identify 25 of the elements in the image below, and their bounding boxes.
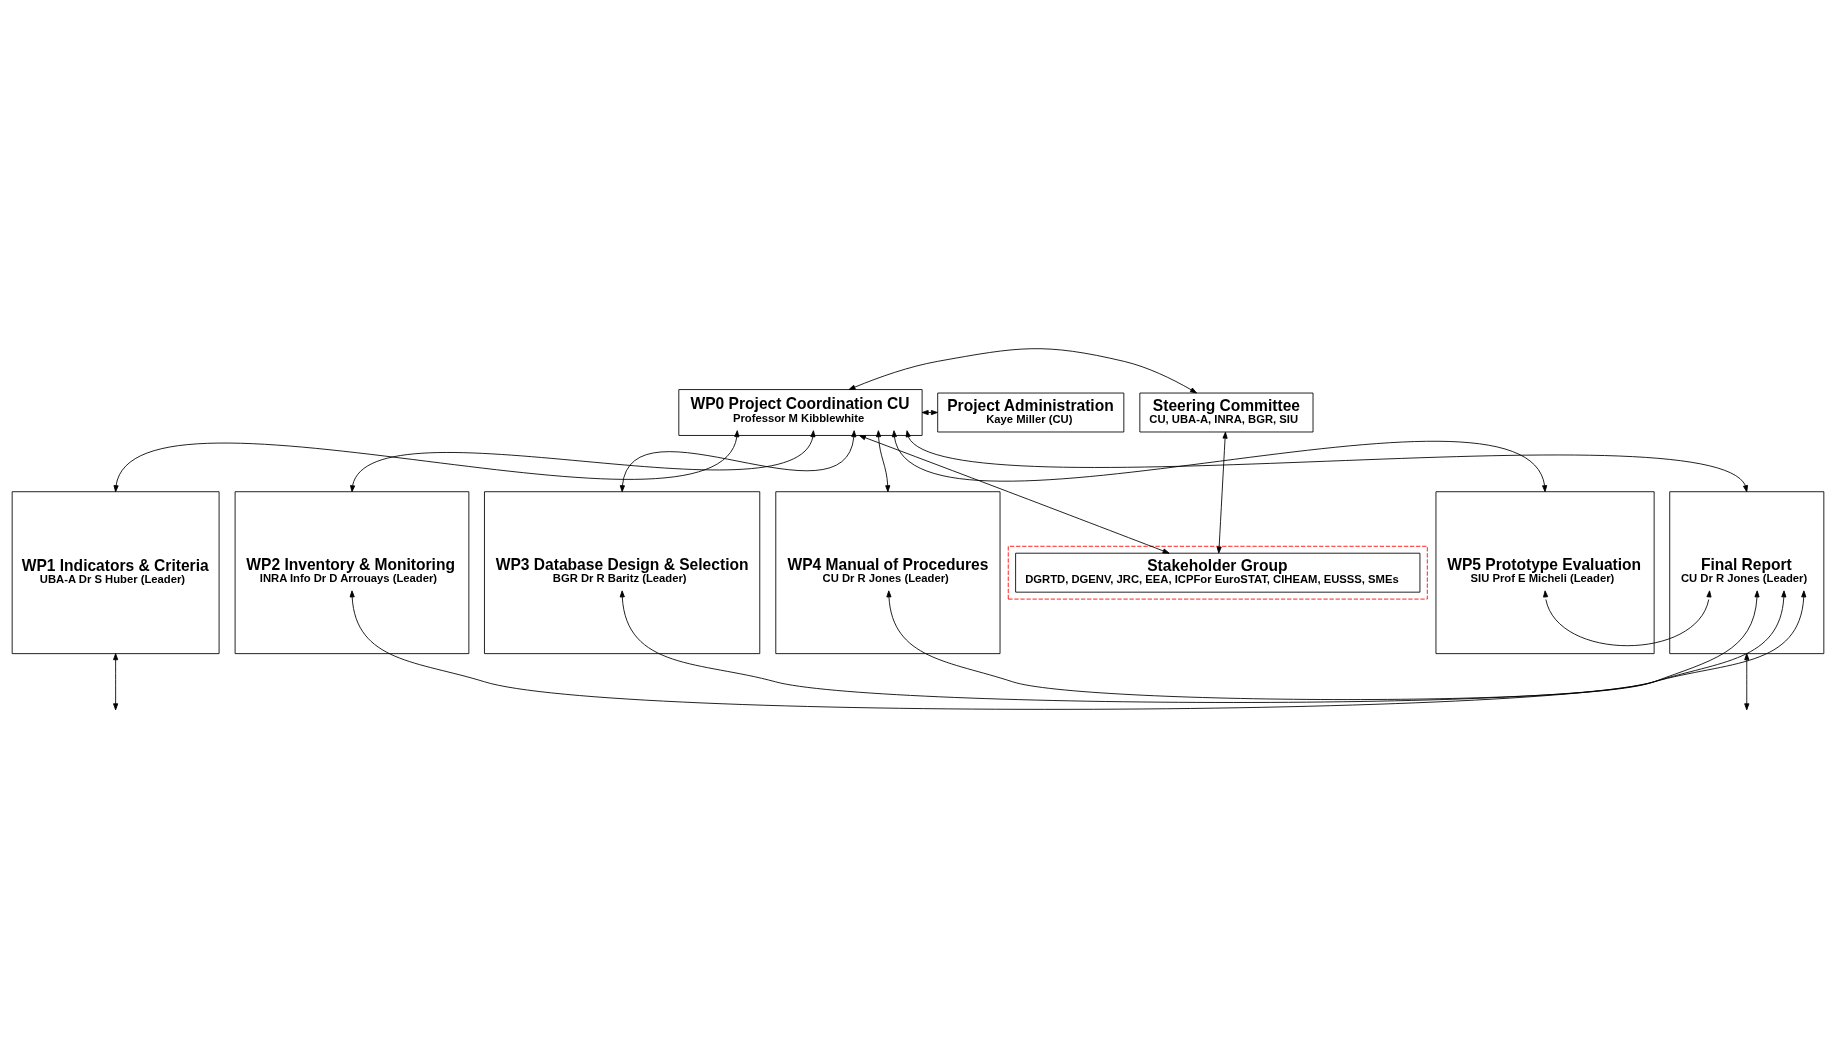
- arrow: [886, 590, 1760, 700]
- arrow: [113, 430, 740, 493]
- arrow: [619, 430, 857, 493]
- node-box: Project Administration Kaye Miller (CU): [937, 392, 1125, 433]
- arrow: [1543, 590, 1712, 647]
- arrow: [858, 435, 1170, 554]
- arrow: [1744, 653, 1750, 711]
- arrow: [113, 653, 119, 711]
- node-box: WP4 Manual of Procedures CU Dr R Jones (Leader): [775, 491, 1001, 655]
- arrow: [1216, 431, 1228, 554]
- node-box: Final Report CU Dr R Jones (Leader): [1669, 491, 1825, 655]
- arrow: [619, 590, 1787, 703]
- arrow: [891, 430, 1548, 493]
- node-box: Stakeholder Group DGRTD, DGENV, JRC, EEA, ICPFor EuroSTAT, CIHEAM, EUSSS, SMEs: [1015, 552, 1421, 593]
- node-box: WP3 Database Design & Selection BGR Dr R Baritz (Leader): [484, 491, 761, 655]
- arrow: [905, 430, 1748, 493]
- arrow: [921, 409, 938, 416]
- node-box: WP1 Indicators & Criteria UBA-A Dr S Huber (Leader): [11, 491, 220, 655]
- node-box: WP2 Inventory & Monitoring INRA Info Dr D Arrouays (Leader): [234, 491, 470, 655]
- arrow: [876, 430, 891, 493]
- arrow: [349, 590, 1807, 710]
- node-box: Steering Committee CU, UBA-A, INRA, BGR, SIU: [1139, 392, 1314, 433]
- arrow: [350, 430, 816, 493]
- node-box: WP5 Prototype Evaluation SIU Prof E Micheli (Leader): [1435, 491, 1655, 655]
- arrow: [848, 348, 1197, 394]
